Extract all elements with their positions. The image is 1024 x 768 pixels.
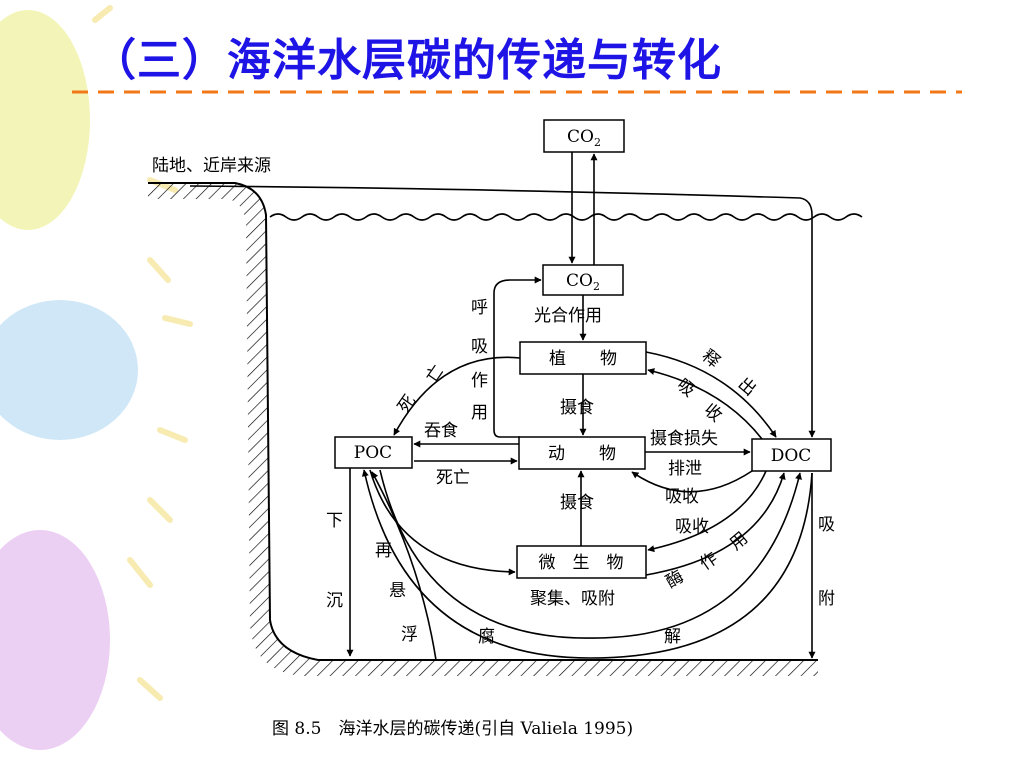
plant-feeding-label: 摄食	[560, 398, 594, 418]
resuspend-char: 浮	[401, 625, 418, 645]
photosynthesis-label: 光合作用	[534, 306, 602, 326]
resuspend-char: 再	[375, 541, 392, 561]
adsorb-char: 附	[818, 589, 835, 609]
aggregate-label: 聚集、吸附	[530, 589, 615, 609]
release-char: 释	[698, 346, 724, 372]
absorb-plant-label: 吸 收	[673, 375, 726, 426]
svg-text:CO2: CO2	[566, 271, 600, 293]
co2-water-subscript: 2	[593, 280, 600, 293]
sink-char: 沉	[326, 591, 343, 611]
arrow-plant-release	[645, 351, 777, 438]
arrow-land-source	[189, 185, 816, 438]
page-title: （三）海洋水层碳的传递与转化	[92, 35, 722, 86]
microbe-feeding-label: 摄食	[560, 493, 594, 513]
decompose-char: 解	[664, 627, 681, 647]
arrow-aggregate	[369, 469, 516, 576]
arrow-resuspend	[371, 471, 437, 661]
arrow-plant-death	[393, 356, 521, 436]
co2-water-label: CO	[566, 271, 593, 291]
arrow-respiration	[493, 276, 542, 438]
balloon-yellow	[0, 10, 90, 230]
land-source-label: 陆地、近岸来源	[152, 156, 271, 176]
balloon-purple	[0, 530, 110, 750]
absorb-plant-char: 收	[700, 400, 726, 426]
co2-water-box: CO2	[542, 264, 624, 296]
co2-air-label: CO	[567, 127, 594, 147]
enzyme-label: 酶 作 用	[663, 528, 752, 592]
arrow-doc-absorb-plant	[647, 368, 763, 440]
respiration-label: 呼 吸 作 用	[471, 298, 488, 423]
svg-text:CO2: CO2	[567, 127, 601, 149]
adsorb-char: 吸	[818, 515, 835, 535]
co2-air-subscript: 2	[594, 136, 601, 149]
arrow-doc-to-poc	[361, 469, 813, 659]
excretion-label: 排泄	[668, 459, 702, 479]
balloon-blue	[0, 300, 138, 440]
arrow-enzyme	[645, 472, 786, 576]
plant-death-label: 死 亡	[394, 361, 448, 416]
ingest-poc-label: 吞食	[424, 421, 458, 441]
co2-air-box: CO2	[543, 119, 625, 153]
respiration-char: 作	[471, 371, 488, 391]
sea-surface	[269, 213, 863, 221]
respiration-char: 呼	[471, 298, 488, 318]
absorb-microbe-label: 吸收	[675, 517, 709, 537]
respiration-char: 用	[471, 403, 488, 423]
animals-label: 动 物	[548, 444, 616, 464]
figure-caption: 图 8.5 海洋水层的碳传递(引自 Valiela 1995)	[272, 719, 634, 739]
arrow-doc-absorb-microbe	[647, 470, 767, 553]
decompose-char: 腐	[478, 627, 495, 647]
plant-death-char: 亡	[422, 361, 448, 386]
animals-box: 动 物	[518, 436, 646, 470]
enzyme-char: 用	[726, 528, 752, 554]
arrow-doc-absorb-animal	[631, 470, 753, 493]
arrow-decompose	[379, 469, 802, 639]
adsorb-label: 吸 附	[818, 515, 835, 609]
respiration-char: 吸	[471, 337, 488, 357]
poc-label: POC	[354, 443, 392, 463]
decorative-balloons	[0, 5, 193, 750]
poc-box: POC	[334, 436, 413, 469]
sink-char: 下	[326, 511, 343, 531]
doc-box: DOC	[751, 438, 832, 472]
absorb-animal-label: 吸收	[665, 487, 699, 507]
plant-death-char: 死	[394, 391, 420, 416]
feeding-loss-label: 摄食损失	[650, 429, 718, 449]
doc-label: DOC	[771, 446, 812, 466]
decompose-label: 腐 解	[478, 627, 681, 647]
resuspend-label: 再 悬 浮	[375, 541, 418, 645]
sink-label: 下 沉	[326, 511, 343, 611]
microbes-box: 微 生 物	[516, 545, 647, 579]
plants-box: 植 物	[519, 341, 647, 375]
microbes-label: 微 生 物	[539, 553, 624, 573]
release-char: 出	[734, 374, 760, 400]
resuspend-char: 悬	[389, 581, 406, 601]
plants-label: 植 物	[549, 349, 617, 369]
animal-death-label: 死亡	[436, 468, 470, 488]
